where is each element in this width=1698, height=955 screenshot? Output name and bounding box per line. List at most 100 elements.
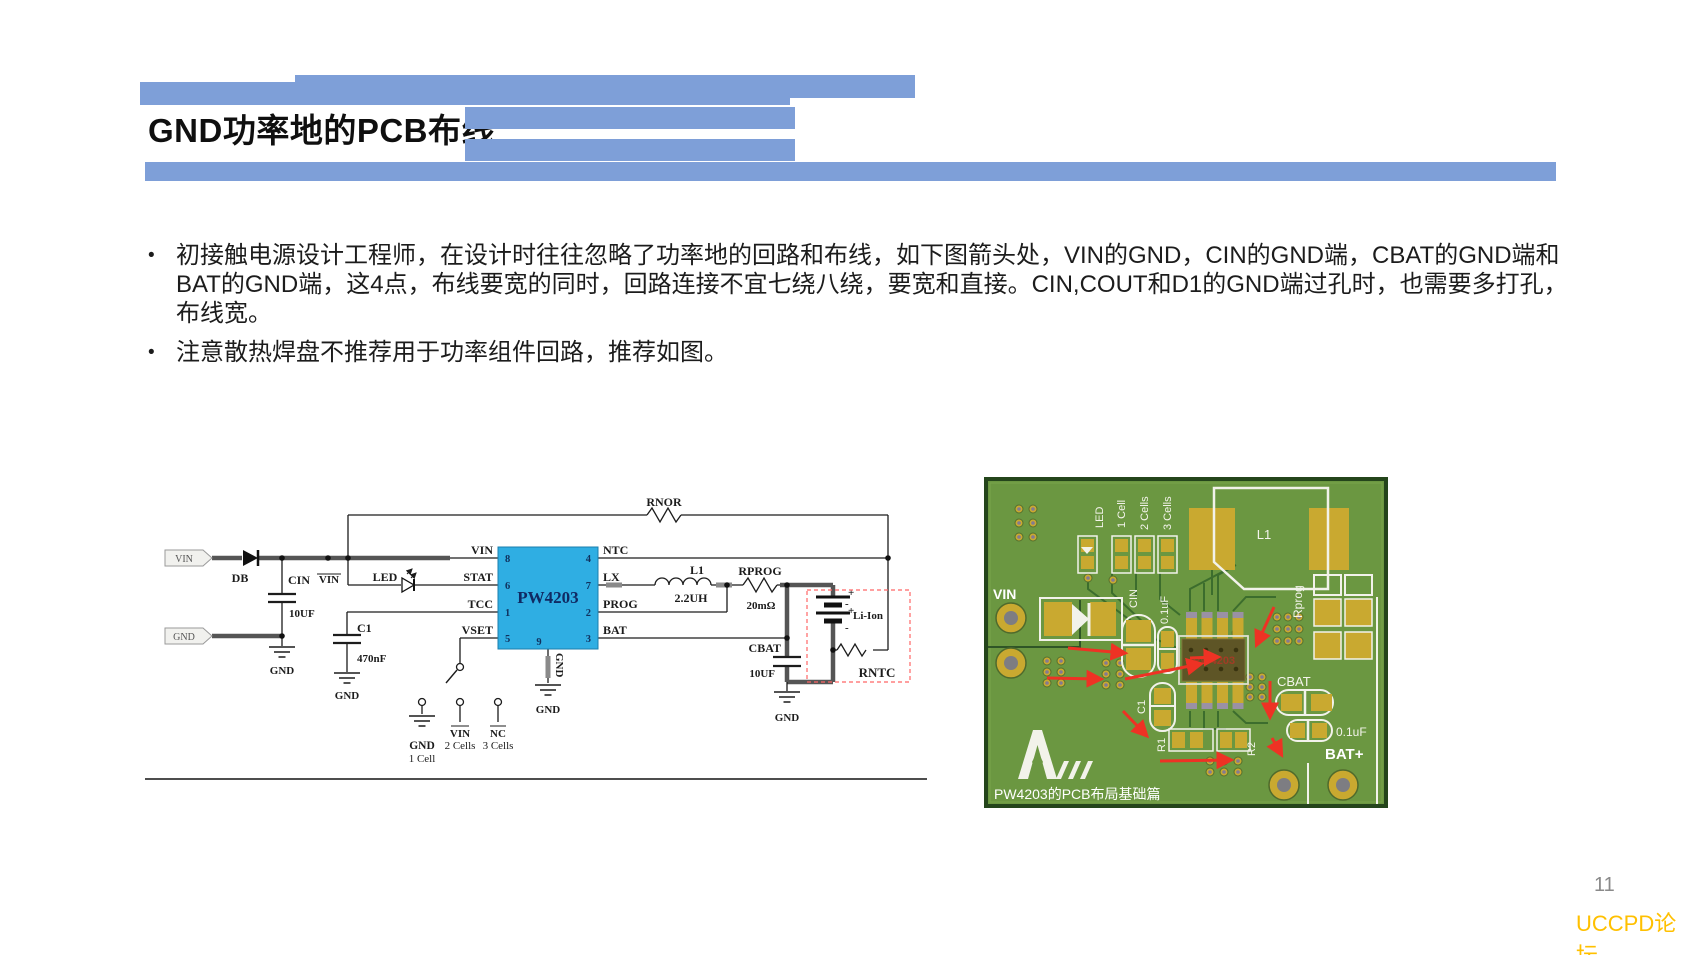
gnd-symbol [268, 646, 296, 658]
svg-text:6: 6 [505, 581, 510, 592]
input-cap-silkscreen-label: 0.1uF [1159, 596, 1171, 624]
l1-inductor-symbol [654, 577, 712, 586]
output-cap-silkscreen-label: 0.1uF [1336, 725, 1367, 739]
gnd-symbol [333, 672, 361, 684]
gnd-symbol [534, 684, 562, 696]
cell1-silkscreen-label: 1 Cell [1116, 500, 1128, 528]
c1-label: C1 [357, 621, 372, 635]
page-number: 11 [1594, 874, 1615, 896]
bullet-marker: • [148, 245, 155, 266]
chip-pin-numbers: 8 6 1 5 4 7 2 3 9 [505, 554, 592, 648]
gnd-terminal-label: GND [173, 632, 195, 643]
svg-text:TCC: TCC [468, 597, 493, 611]
l1-value: 2.2UH [675, 591, 709, 605]
rprog-label: RPROG [738, 564, 781, 578]
chip-body [497, 546, 599, 650]
svg-text:PROG: PROG [603, 597, 638, 611]
cin-capacitor-symbol [268, 592, 296, 604]
battery-dashed-box [806, 589, 911, 683]
svg-text:VIN: VIN [471, 543, 493, 557]
svg-text:BAT: BAT [603, 623, 627, 637]
cell3-silkscreen-label: 3 Cells [1162, 496, 1174, 530]
battery-plus: + [848, 605, 854, 617]
header-underline-bar [145, 162, 1556, 181]
battery-minus: - [845, 622, 849, 634]
gnd-terminal: GND [164, 627, 213, 645]
bullet-list: • 初接触电源设计工程师，在设计时往往忽略了功率地的回路和布线，如下图箭头处，V… [148, 241, 1584, 377]
led-label: LED [373, 570, 398, 584]
chip-name: PW4203 [517, 588, 578, 607]
r1-footprints [1168, 728, 1251, 752]
forum-watermark: UCCPD论坛 [1576, 911, 1677, 955]
svg-text:NTC: NTC [603, 543, 628, 557]
silkscreen-dividers [1307, 597, 1378, 804]
c1-capacitor-symbol [333, 633, 361, 645]
bullet-text-2: 注意散热焊盘不推荐用于功率组件回路，推荐如图。 [176, 339, 728, 366]
rprog-value: 20mΩ [747, 600, 776, 612]
title-side-bar-1 [465, 107, 795, 129]
l1-silkscreen-label: L1 [1257, 527, 1271, 542]
switch-opt1-cells: 1 Cell [409, 753, 436, 765]
output-cap-footprint [1286, 719, 1333, 742]
diode-db-label: DB [232, 571, 249, 585]
chip-pin-labels: VIN STAT TCC VSET NTC LX PROG BAT GND [462, 543, 638, 678]
gnd-text: GND [335, 690, 360, 702]
cbat-value: 10UF [749, 668, 775, 680]
cbat-capacitor-symbol [773, 655, 801, 668]
switch-opt3-cells: 3 Cells [483, 740, 514, 752]
cell-select-switch: VIN NC GND 1 Cell 2 Cells 3 Cells [408, 662, 514, 765]
figure-divider-line [145, 778, 927, 780]
annotation-arrows [1046, 606, 1284, 770]
switch-opt1-net: GND [409, 740, 435, 752]
switch-opt2-cells: 2 Cells [445, 740, 476, 752]
vin-net-label: VIN [319, 574, 339, 586]
svg-text:VSET: VSET [462, 623, 493, 637]
l1-label: L1 [690, 563, 704, 577]
diode-footprint [1039, 597, 1123, 641]
schematic-wires [212, 514, 889, 691]
right-pad-group [1313, 574, 1373, 660]
svg-text:7: 7 [586, 581, 591, 592]
vin-silkscreen-label: VIN [993, 586, 1016, 602]
pcb-inner-edge [989, 482, 1383, 803]
cin-silkscreen-label: CIN [1128, 589, 1140, 608]
bullet-text-1: 初接触电源设计工程师，在设计时往往忽略了功率地的回路和布线，如下图箭头处，VIN… [176, 242, 1568, 327]
bullet-item-2: • 注意散热焊盘不推荐用于功率组件回路，推荐如图。 [148, 338, 1584, 367]
rntc-resistor-symbol [836, 642, 867, 658]
rprog-resistor-symbol [742, 576, 778, 594]
led-footprint [1077, 535, 1098, 574]
rnor-label: RNOR [646, 495, 682, 509]
cbat-silkscreen-label: CBAT [1277, 674, 1311, 689]
switch-opt3-net: NC [490, 728, 506, 740]
led-silkscreen-label: LED [1094, 507, 1106, 528]
gnd-symbol [773, 691, 801, 703]
vin-terminal-label: VIN [175, 554, 193, 565]
svg-text:9: 9 [536, 637, 541, 648]
title-side-bar-2 [465, 139, 795, 161]
input-cap-footprint [1157, 626, 1178, 674]
r2-silkscreen-label: R2 [1246, 742, 1258, 756]
rntc-label: RNTC [859, 665, 896, 680]
cell-jumper-footprints [1111, 535, 1178, 574]
gnd-text: GND [536, 704, 561, 716]
pcb-caption: PW4203的PCB布局基础篇 [994, 786, 1160, 802]
schematic-figure: VIN GND DB CIN 10UF VIN GND C1 470nF GND [164, 495, 911, 765]
c1-silkscreen-label: C1 [1136, 700, 1148, 714]
cin-label: CIN [288, 573, 310, 587]
brand-logo [1018, 730, 1093, 779]
cbat-label: CBAT [749, 641, 781, 655]
battery-minus: - [845, 598, 849, 610]
c1-value: 470nF [357, 653, 387, 665]
diode-db-symbol [243, 550, 260, 566]
rprog-silkscreen-label: Rprog [1291, 585, 1305, 618]
gnd-text: GND [270, 665, 295, 677]
svg-text:2: 2 [586, 608, 591, 619]
switch-opt2-net: VIN [450, 728, 470, 740]
vin-terminal: VIN [164, 549, 213, 567]
svg-text:STAT: STAT [463, 570, 493, 584]
battery-plus: + [848, 587, 854, 599]
gnd-text: GND [775, 712, 800, 724]
svg-text:GND: GND [553, 653, 565, 678]
header-bar-right [295, 75, 915, 98]
